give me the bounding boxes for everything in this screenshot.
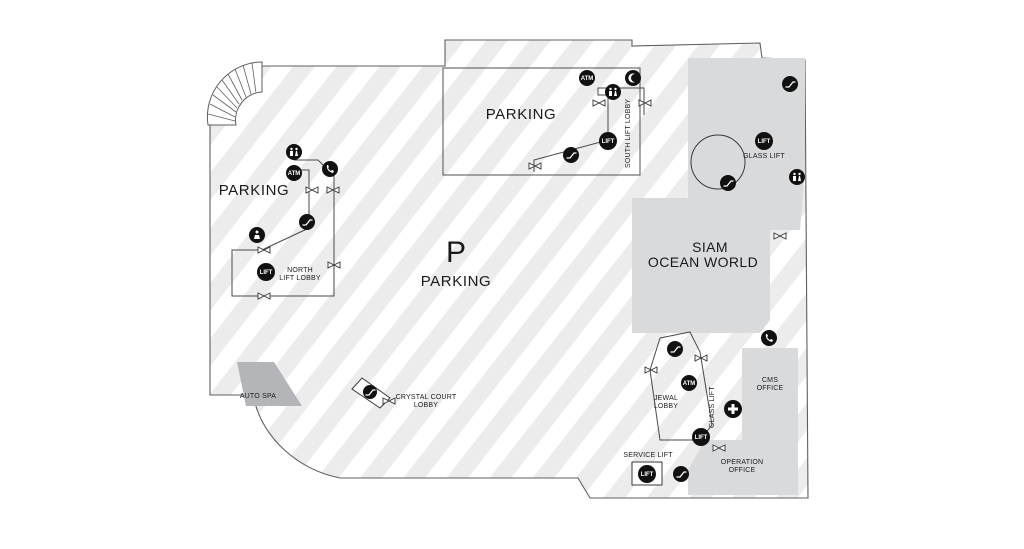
spiral-ramp — [206, 61, 263, 126]
main-parking-letter: P — [446, 236, 466, 269]
escalator-icon[interactable] — [667, 341, 683, 357]
north-lift-lobby-label-line1: NORTH — [287, 267, 313, 274]
restroom-icon[interactable] — [286, 144, 302, 160]
atm-icon[interactable]: ATM — [579, 70, 595, 86]
gate-markers — [257, 99, 787, 452]
escalator-icon[interactable] — [299, 214, 315, 230]
crystal-court-lobby-label-line2: LOBBY — [414, 402, 438, 409]
glass-lift-shaft — [690, 134, 746, 190]
auto-spa-area[interactable] — [237, 362, 302, 406]
cms-office-area[interactable] — [742, 348, 798, 495]
prayer-room-icon[interactable] — [625, 70, 641, 86]
main-parking-label: PARKING — [421, 273, 492, 290]
operation-office-label-line2: OFFICE — [729, 467, 756, 474]
service-lift-label: SERVICE LIFT — [623, 452, 673, 459]
siam-ocean-world-label-line1: SIAM — [692, 239, 728, 255]
atm-icon-text: ATM — [288, 171, 301, 177]
cms-office-label-line1: CMS — [762, 377, 778, 384]
phone-icon[interactable] — [322, 161, 338, 177]
lift-icon-text: LIFT — [695, 435, 708, 441]
crystal-court-lobby-label-line1: CRYSTAL COURT — [396, 394, 457, 401]
escalator-icon[interactable] — [782, 76, 798, 92]
south-parking-area — [442, 67, 641, 176]
north-lift-lobby-label-line2: LIFT LOBBY — [279, 275, 321, 282]
cms-office-label-line2: OFFICE — [757, 385, 784, 392]
escalator-icon[interactable] — [563, 147, 579, 163]
auto-spa-label: AUTO SPA — [240, 393, 276, 400]
phone-icon[interactable] — [761, 330, 777, 346]
glass-lift-icon[interactable]: LIFT — [755, 132, 773, 150]
south-lift-icon[interactable]: LIFT — [599, 132, 617, 150]
south-lift-lobby-paths — [533, 87, 645, 172]
service-lift-icon[interactable]: LIFT — [638, 465, 656, 483]
atm-icon[interactable]: ATM — [681, 375, 697, 391]
siam-ocean-world-label-line2: OCEAN WORLD — [648, 254, 758, 270]
lift-icon-text: LIFT — [260, 270, 273, 276]
escalator-icon[interactable] — [720, 175, 736, 191]
atm-icon-text: ATM — [581, 76, 594, 82]
north-lift-icon[interactable]: LIFT — [257, 263, 275, 281]
south-parking-label: PARKING — [486, 106, 557, 123]
glass-lift-label-lower: GLASS LIFT — [709, 386, 716, 428]
escalator-icon[interactable] — [673, 466, 689, 482]
glass-lift-label-upper: GLASS LIFT — [743, 153, 785, 160]
restroom-icon[interactable] — [789, 169, 805, 185]
lift-icon-text: LIFT — [758, 139, 771, 145]
first-aid-icon[interactable] — [724, 400, 742, 418]
atm-icon-text: ATM — [683, 381, 696, 387]
operation-office-label-line1: OPERATION — [721, 459, 764, 466]
restroom-icon[interactable] — [605, 84, 621, 100]
jewal-lift-icon[interactable]: LIFT — [692, 428, 710, 446]
operation-office-area[interactable] — [688, 440, 742, 495]
lift-icon-text: LIFT — [602, 139, 615, 145]
lift-icon-text: LIFT — [641, 472, 654, 478]
elderly-service-icon[interactable] — [249, 227, 265, 243]
south-lift-lobby-label: SOUTH LIFT LOBBY — [625, 99, 632, 168]
jewal-lobby-label-line1: JEWAL — [654, 395, 678, 402]
jewal-lobby-label-line2: LOBBY — [654, 403, 678, 410]
atm-icon[interactable]: ATM — [286, 165, 302, 181]
siam-ocean-world-area[interactable] — [632, 58, 805, 333]
escalator-icon[interactable] — [363, 385, 377, 399]
north-parking-label: PARKING — [219, 182, 290, 199]
